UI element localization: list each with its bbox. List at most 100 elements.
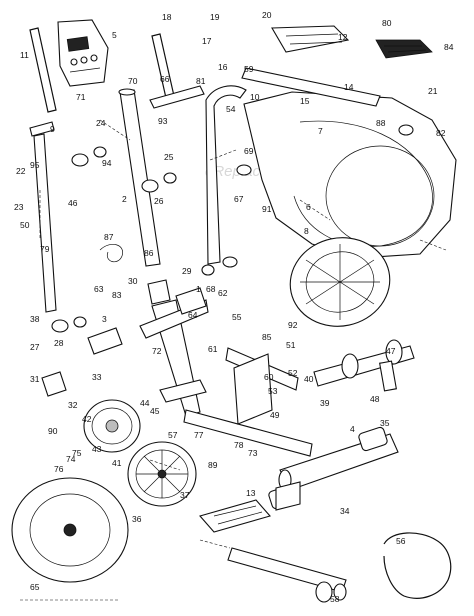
callout-31: 31 <box>30 374 40 384</box>
callout-26: 26 <box>154 196 164 206</box>
callout-70: 70 <box>128 76 138 86</box>
callout-4: 4 <box>350 424 355 434</box>
callout-56: 56 <box>396 536 406 546</box>
callout-28: 28 <box>54 338 64 348</box>
callout-68: 68 <box>206 284 216 294</box>
drive-belt-part <box>383 532 452 599</box>
callout-67: 67 <box>234 194 244 204</box>
callout-62: 62 <box>218 288 228 298</box>
callout-6: 6 <box>306 202 311 212</box>
callout-21: 21 <box>428 86 438 96</box>
callout-32: 32 <box>68 400 78 410</box>
pedal-upper-right-part <box>375 39 433 59</box>
callout-60: 60 <box>264 372 274 382</box>
callout-16: 16 <box>218 62 228 72</box>
pedal-lower-part <box>199 499 271 533</box>
callout-5: 5 <box>112 30 117 40</box>
callout-72: 72 <box>152 346 162 356</box>
pedal-upper-part <box>271 25 350 53</box>
console-part <box>57 19 109 87</box>
callout-84: 84 <box>444 42 454 52</box>
callout-49: 49 <box>270 410 280 420</box>
callout-77: 77 <box>194 430 204 440</box>
callout-50: 50 <box>20 220 30 230</box>
callout-44: 44 <box>140 398 150 408</box>
callout-10: 10 <box>250 92 260 102</box>
callout-15: 15 <box>300 96 310 106</box>
callout-23: 23 <box>14 202 24 212</box>
callout-37: 37 <box>180 490 190 500</box>
callout-90: 90 <box>48 426 58 436</box>
callout-45: 45 <box>150 406 160 416</box>
callout-57: 57 <box>168 430 178 440</box>
callout-34: 34 <box>340 506 350 516</box>
rear-shroud-part <box>243 91 457 259</box>
callout-54: 54 <box>226 104 236 114</box>
callout-41: 41 <box>112 458 122 468</box>
callout-88: 88 <box>376 118 386 128</box>
callout-13: 13 <box>246 488 256 498</box>
callout-85: 85 <box>262 332 272 342</box>
left-arm-tube-part <box>29 121 57 313</box>
callout-80: 80 <box>382 18 392 28</box>
right-arm-tube-part <box>205 85 247 265</box>
callout-12: 12 <box>338 32 348 42</box>
callout-2: 2 <box>122 194 127 204</box>
callout-1: 1 <box>196 284 201 294</box>
callout-18: 18 <box>162 12 172 22</box>
spoked-wheel-part <box>127 441 197 507</box>
callout-55: 55 <box>232 312 242 322</box>
callout-63: 63 <box>94 284 104 294</box>
callout-86: 86 <box>144 248 154 258</box>
callout-47: 47 <box>386 346 396 356</box>
callout-91: 91 <box>262 204 272 214</box>
callout-73: 73 <box>248 448 258 458</box>
callout-58: 58 <box>330 594 340 604</box>
callout-76: 76 <box>54 464 64 474</box>
callout-30: 30 <box>128 276 138 286</box>
upper-lever-part <box>149 85 205 109</box>
handlebar-left-part <box>29 27 57 113</box>
callout-29: 29 <box>182 266 192 276</box>
callout-42: 42 <box>82 414 92 424</box>
callout-94: 94 <box>102 158 112 168</box>
callout-69: 69 <box>244 146 254 156</box>
upright-tube-part <box>118 88 161 267</box>
callout-71: 71 <box>76 92 86 102</box>
callout-64: 64 <box>188 310 198 320</box>
callout-40: 40 <box>304 374 314 384</box>
callout-92: 92 <box>288 320 298 330</box>
rear-stabilizer-part <box>313 339 415 392</box>
rollers-and-bushings <box>51 124 414 603</box>
callout-17: 17 <box>202 36 212 46</box>
callout-43: 43 <box>92 444 102 454</box>
callout-48: 48 <box>370 394 380 404</box>
callout-35: 35 <box>380 418 390 428</box>
callout-8: 8 <box>304 226 309 236</box>
callout-79: 79 <box>40 244 50 254</box>
callout-20: 20 <box>262 10 272 20</box>
flywheel-part <box>83 399 141 453</box>
callout-46: 46 <box>68 198 78 208</box>
callout-25: 25 <box>164 152 174 162</box>
assembly-guides <box>20 119 447 601</box>
callout-53: 53 <box>268 386 278 396</box>
callout-9: 9 <box>50 124 55 134</box>
callout-39: 39 <box>320 398 330 408</box>
callout-81: 81 <box>196 76 206 86</box>
callout-22: 22 <box>16 166 26 176</box>
callout-82: 82 <box>436 128 446 138</box>
callout-61: 61 <box>208 344 218 354</box>
callout-78: 78 <box>234 440 244 450</box>
callout-52: 52 <box>288 368 298 378</box>
callout-11: 11 <box>20 50 29 60</box>
side-shield-disc-part <box>11 477 129 583</box>
callout-51: 51 <box>286 340 296 350</box>
pedal-arm-upper-part <box>241 67 381 107</box>
flywheel-disc-upper-part <box>289 237 391 327</box>
callout-75: 75 <box>72 448 82 458</box>
callout-38: 38 <box>30 314 40 324</box>
main-frame-part <box>139 299 313 457</box>
callout-87: 87 <box>104 232 114 242</box>
